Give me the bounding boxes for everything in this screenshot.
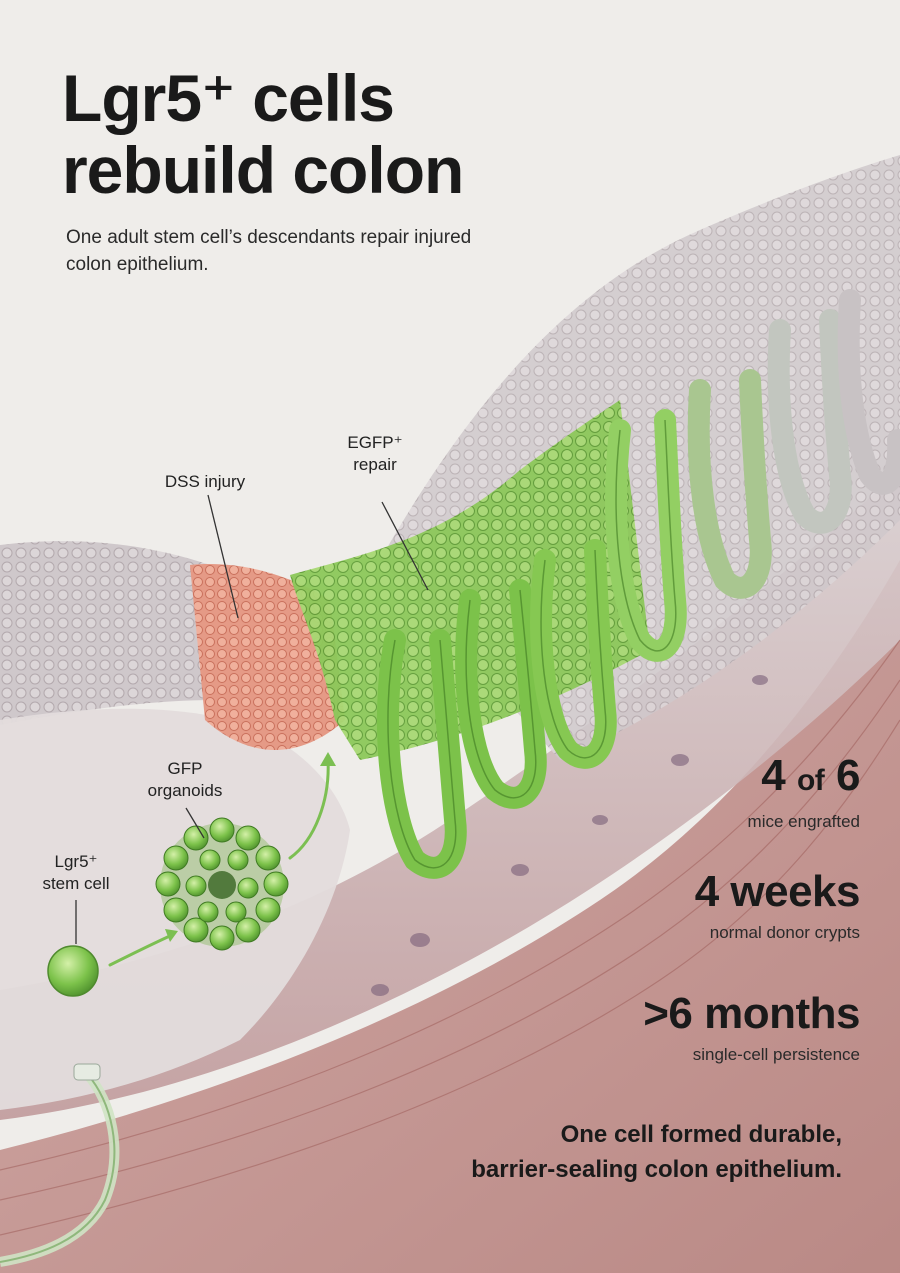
stat-engraftment-caption: mice engrafted [747, 812, 860, 831]
stat-weeks-caption: normal donor crypts [709, 923, 860, 942]
page-title: Lgr5⁺ cells rebuild colon [62, 62, 582, 206]
label-egfp-line-2: repair [353, 455, 397, 474]
conclusion-line-1: One cell formed durable, [560, 1121, 842, 1148]
stat-engraftment-total: 6 [836, 751, 860, 800]
label-dss-injury: DSS injury [164, 472, 246, 491]
stat-months-caption: single-cell persistence [692, 1045, 860, 1064]
label-stem-cell: Lgr5⁺ stem cell [26, 851, 126, 895]
stat-months-value: >6 months [643, 989, 860, 1038]
label-stem-line-1: Lgr5⁺ [54, 852, 98, 871]
stat-weeks: 4 weeks normal donor crypts [560, 867, 861, 944]
stat-engraftment: 4 of 6 mice engrafted [560, 752, 861, 833]
conclusion: One cell formed durable, barrier-sealing… [382, 1117, 842, 1187]
label-organoids-line-1: GFP [167, 759, 203, 778]
stem-cell [47, 945, 99, 997]
title-line-2: rebuild colon [62, 133, 464, 207]
stat-engraftment-value: 4 of 6 [560, 752, 860, 805]
subtitle: One adult stem cell’s descendants repair… [66, 227, 472, 275]
label-gfp-organoids: GFP organoids [130, 758, 240, 802]
organoid [155, 817, 289, 951]
label-organoids-line-2: organoids [147, 781, 223, 800]
label-egfp-repair: EGFP⁺ repair [330, 432, 420, 476]
stat-weeks-value: 4 weeks [694, 867, 861, 916]
stat-engraftment-count: 4 [761, 751, 786, 800]
label-stem-line-2: stem cell [42, 874, 110, 893]
conclusion-line-2: barrier-sealing colon epithelium. [471, 1156, 842, 1183]
label-egfp-line-1: EGFP⁺ [347, 433, 403, 452]
stat-engraftment-of: of [796, 764, 825, 797]
title-line-1: Lgr5⁺ cells [62, 61, 395, 135]
stat-months: >6 months single-cell persistence [560, 990, 860, 1066]
